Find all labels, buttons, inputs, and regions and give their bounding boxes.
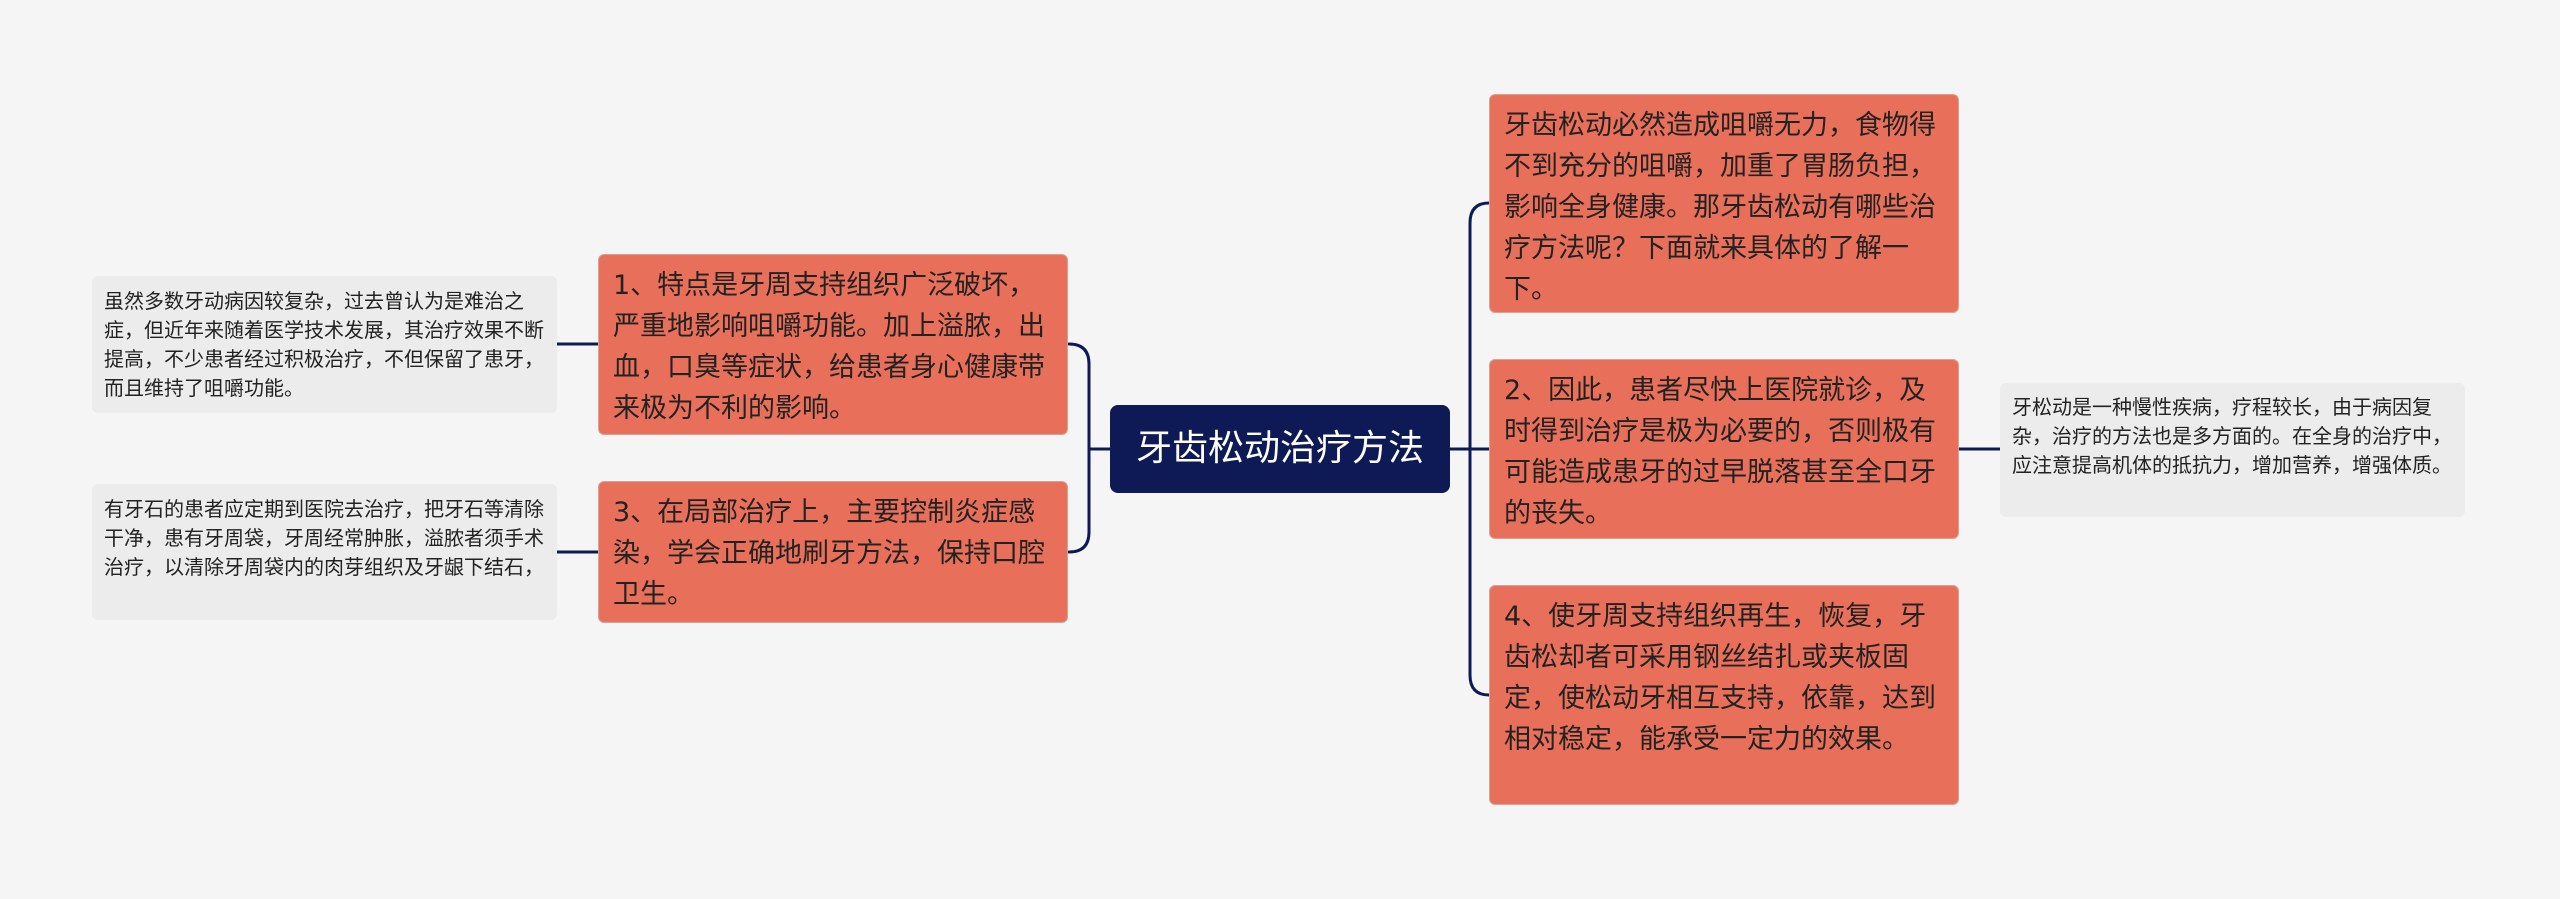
branch-node-2[interactable]: 2、因此，患者尽快上医院就诊，及时得到治疗是极为必要的，否则极有可能造成患牙的过…	[1489, 359, 1959, 539]
detail-node-3[interactable]: 有牙石的患者应定期到医院去治疗，把牙石等清除干净，患有牙周袋，牙周经常肿胀，溢脓…	[92, 484, 557, 620]
central-topic[interactable]: 牙齿松动治疗方法	[1110, 405, 1450, 493]
branch-node-3[interactable]: 3、在局部治疗上，主要控制炎症感染，学会正确地刷牙方法，保持口腔卫生。	[598, 481, 1068, 623]
branch-node-intro[interactable]: 牙齿松动必然造成咀嚼无力，食物得不到充分的咀嚼，加重了胃肠负担，影响全身健康。那…	[1489, 94, 1959, 313]
branch-node-1[interactable]: 1、特点是牙周支持组织广泛破坏，严重地影响咀嚼功能。加上溢脓，出血，口臭等症状，…	[598, 254, 1068, 435]
detail-node-1[interactable]: 虽然多数牙动病因较复杂，过去曾认为是难治之症，但近年来随着医学技术发展，其治疗效…	[92, 276, 557, 413]
connector-left-bracket	[1067, 342, 1091, 554]
detail-node-2[interactable]: 牙松动是一种慢性疾病，疗程较长，由于病因复杂，治疗的方法也是多方面的。在全身的治…	[2000, 383, 2465, 517]
branch-node-4[interactable]: 4、使牙周支持组织再生，恢复，牙齿松却者可采用钢丝结扎或夹板固定，使松动牙相互支…	[1489, 585, 1959, 805]
